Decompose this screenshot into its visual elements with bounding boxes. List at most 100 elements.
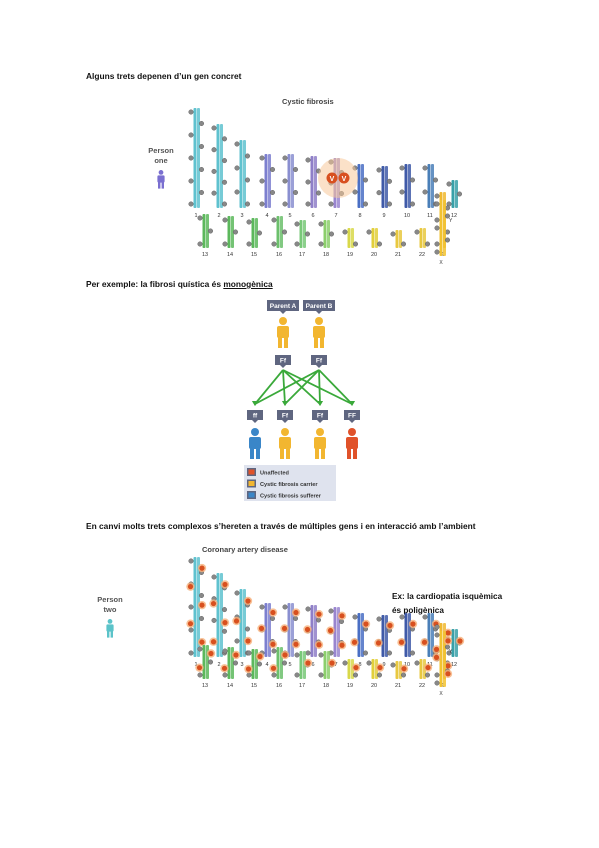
box-bg <box>275 355 291 365</box>
gene-marker <box>305 231 311 237</box>
gene-marker <box>328 201 334 207</box>
person-leg-right <box>256 448 260 459</box>
chromosome-9 <box>374 615 395 657</box>
chromosome-label-7: 7 <box>334 213 337 219</box>
cf-gene-marker <box>338 172 350 184</box>
person-leg-left <box>347 448 351 459</box>
chromatid <box>314 156 317 208</box>
risk-marker <box>304 626 311 633</box>
gene-marker <box>197 215 203 221</box>
chromatid <box>357 613 361 657</box>
gene-marker <box>293 166 299 172</box>
gene-marker <box>221 136 227 142</box>
parent-b-figure <box>313 317 325 348</box>
gene-marker <box>376 190 382 196</box>
gene-marker <box>198 143 204 149</box>
gene-marker <box>294 652 300 658</box>
person-leg-left <box>278 337 282 348</box>
chromatid <box>231 216 234 248</box>
chromatid <box>333 607 337 657</box>
gene-marker <box>259 201 265 207</box>
chromosome-17 <box>294 220 311 248</box>
example-prefix: Per exemple: la fibrosi quística és <box>86 279 224 289</box>
risk-marker <box>329 660 335 666</box>
risk-marker <box>351 639 358 645</box>
chromatid <box>327 220 330 248</box>
gene-marker <box>316 190 322 196</box>
gene-marker <box>410 650 416 656</box>
chromosome-label-Y: Y <box>449 218 453 224</box>
chromosome-label-12: 12 <box>451 662 457 668</box>
gene-marker <box>221 607 227 613</box>
gene-marker <box>244 153 250 159</box>
person-head <box>279 317 287 325</box>
gene-marker <box>246 672 252 678</box>
gene-marker <box>377 672 383 678</box>
gene-marker <box>234 189 240 195</box>
person-body <box>106 624 114 632</box>
chromosome-19 <box>342 659 361 679</box>
gene-marker <box>282 155 288 161</box>
chromatid <box>239 140 243 208</box>
risk-marker <box>339 642 345 648</box>
person-head <box>315 317 323 325</box>
child-figure-3 <box>314 428 326 459</box>
chromosome-1 <box>186 557 207 657</box>
person-leg-right <box>320 337 324 348</box>
gene-marker <box>222 648 228 654</box>
gene-marker <box>211 190 217 196</box>
chromosome-label-X: X <box>439 691 443 697</box>
person-head <box>158 170 164 175</box>
gene-marker <box>366 229 372 235</box>
gene-marker <box>222 672 228 678</box>
chromatid <box>371 659 375 679</box>
gene-marker <box>222 241 228 247</box>
person-body <box>346 437 358 449</box>
chromatid <box>227 216 231 248</box>
legend-swatch <box>248 481 255 486</box>
chromatid <box>451 629 455 657</box>
chromatid <box>361 613 364 657</box>
gene-marker <box>293 616 299 622</box>
gene-marker <box>422 189 428 195</box>
gene-marker <box>188 201 194 207</box>
box-bg <box>277 410 293 420</box>
chromatid <box>439 200 443 256</box>
box-pointer <box>316 365 322 368</box>
chromosome-label-5: 5 <box>288 213 291 219</box>
risk-marker <box>233 618 240 624</box>
chromosome-label-11: 11 <box>427 213 433 219</box>
gene-marker <box>410 201 416 207</box>
chromosome-2 <box>209 573 230 657</box>
box-label: FF <box>348 413 356 420</box>
chromosome-16 <box>271 216 288 248</box>
chromosome-label-13: 13 <box>202 683 208 689</box>
gene-marker <box>271 217 277 223</box>
gene-marker <box>222 217 228 223</box>
chromosome-label-22: 22 <box>419 683 425 689</box>
chromosome-label-13: 13 <box>202 252 208 258</box>
chromosome-23 <box>434 200 451 256</box>
gene-marker <box>363 201 369 207</box>
gene-marker <box>188 627 194 633</box>
polygenic-note-line2: és poligènica <box>392 606 444 615</box>
gene-marker <box>342 229 348 235</box>
chromatid <box>299 220 303 248</box>
chromosome-18 <box>318 651 337 679</box>
gene-marker <box>425 672 431 678</box>
chromosome-22 <box>414 228 431 248</box>
box-pointer <box>280 311 286 314</box>
gene-marker <box>211 617 217 623</box>
chromatid <box>427 164 431 208</box>
chromosome-5 <box>282 154 299 208</box>
chromatid <box>193 108 197 208</box>
chromatid <box>381 615 385 657</box>
gene-marker <box>198 166 204 172</box>
gene-marker <box>318 652 324 658</box>
chromatid <box>202 645 206 679</box>
chromosome-label-12: 12 <box>451 213 457 219</box>
chromatid <box>451 180 455 208</box>
gene-marker <box>390 662 396 668</box>
gene-marker <box>207 659 213 665</box>
chromosome-label-19: 19 <box>347 252 353 258</box>
